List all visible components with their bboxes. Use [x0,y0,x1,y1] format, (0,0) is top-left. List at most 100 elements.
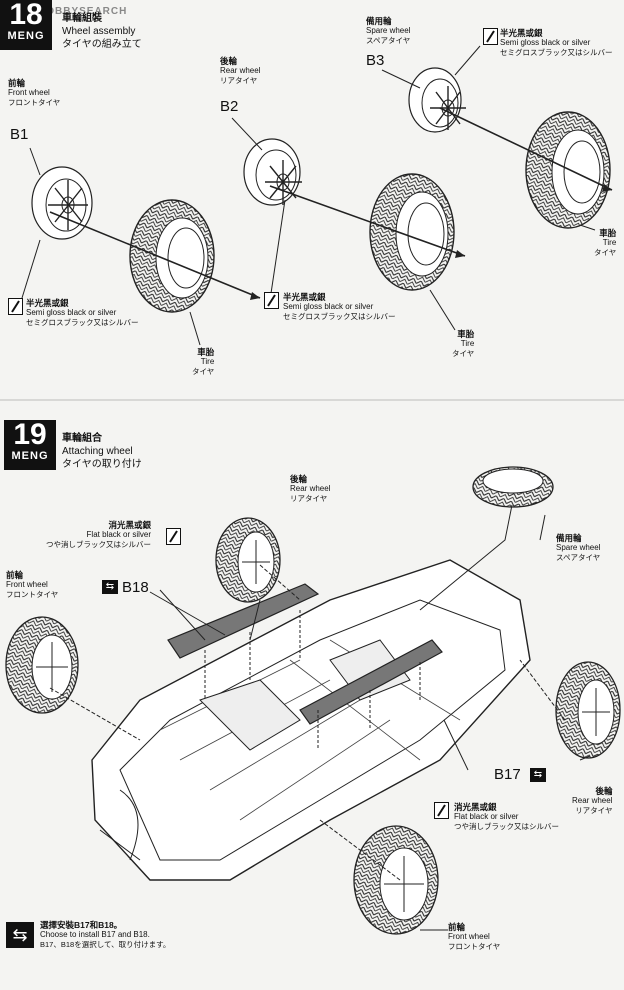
tire-zh: 車胎 [457,329,475,339]
tire-jp: タイヤ [192,367,215,376]
rear-wheel-jp: リアタイヤ [575,806,613,815]
paint-en: Semi gloss black or silver [283,302,374,311]
label-front-wheel-18: 前輪 Front wheel フロントタイヤ [8,78,60,108]
tire-label-rear: 車胎 Tire タイヤ [452,329,474,359]
paint-jp: セミグロスブラック又はシルバー [283,312,396,321]
paint-jp: セミグロスブラック又はシルバー [500,48,613,57]
step-18-title-zh: 車輪組裝 [62,13,102,24]
rear-wheel-jp: リアタイヤ [220,76,258,85]
rim-b2-drawing [243,138,302,206]
watermark-text: HOBBYSEARCH [38,6,128,17]
flat-paint-jp: つや消しブラック又はシルバー [454,822,559,831]
paint-jp: セミグロスブラック又はシルバー [26,318,139,327]
rear-wheel-zh: 後輪 [290,474,308,484]
assembly-line-b2 [269,185,466,257]
brush-icon [434,802,449,819]
rear-wheel-en: Rear wheel [220,66,261,75]
label-spare-wheel-19: 備用輪 Spare wheel スペアタイヤ [556,533,600,563]
brush-icon [264,292,279,309]
part-b1: B1 [10,126,29,143]
step-18-number: 18 [9,0,43,31]
spare-wheel-jp: スペアタイヤ [366,36,411,45]
paint-callout-flat-bottom: 消光黑或銀 Flat black or silver つや消しブラック又はシルバ… [454,802,559,832]
step-19-title-zh: 車輪組合 [62,433,102,444]
step-19-brand: MENG [11,450,49,462]
step-18-title-jp: タイヤの組み立て [62,39,142,50]
front-wheel-zh: 前輪 [6,570,24,580]
step-18-title: 車輪組裝 Wheel assembly タイヤの組み立て [62,12,142,51]
label-rear-wheel-19-top: 後輪 Rear wheel リアタイヤ [290,474,330,504]
install-note: 選擇安裝B17和B18。 Choose to install B17 and B… [40,920,170,950]
brush-icon [483,28,498,45]
brush-icon [8,298,23,315]
assembly-line-b3 [439,107,613,191]
spare-wheel-zh: 備用輪 [556,533,582,543]
label-front-wheel-19-left: 前輪 Front wheel フロントタイヤ [6,570,58,600]
front-wheel-jp: フロントタイヤ [8,98,61,107]
paint-en: Semi gloss black or silver [500,38,591,47]
front-wheel-jp: フロントタイヤ [6,590,59,599]
wheel-rear-right-drawing [555,661,621,759]
rear-wheel-en: Rear wheel [290,484,331,493]
wheel-spare-drawing [472,466,554,508]
label-rear-wheel-19-right: 後輪 Rear wheel リアタイヤ [572,786,612,816]
rim-b1-drawing [31,166,93,240]
note-en: Choose to install B17 and B18. [40,930,150,939]
tire-zh: 車胎 [197,347,215,357]
tire-spare-drawing [525,111,611,229]
brush-icon [166,528,181,545]
rear-wheel-zh: 後輪 [595,786,613,796]
assembly-line-b1 [49,211,261,299]
tire-label-front: 車胎 Tire タイヤ [192,347,214,377]
paint-zh: 半光黑或銀 [26,298,69,308]
tire-en: Tire [460,339,475,348]
step-19-title-en: Attaching wheel [62,446,133,457]
step-19-title-jp: タイヤの取り付け [62,459,142,470]
label-spare-wheel-18: 備用輪 Spare wheel スペアタイヤ [366,16,410,46]
rear-wheel-en: Rear wheel [572,796,613,805]
part-b3: B3 [366,52,385,69]
paint-zh: 半光黑或銀 [283,292,326,302]
step-18-brand: MENG [7,30,45,42]
front-wheel-en: Front wheel [448,932,490,941]
spare-wheel-en: Spare wheel [366,26,411,35]
tire-en: Tire [200,357,215,366]
paint-callout-b3: 半光黑或銀 Semi gloss black or silver セミグロスブラ… [500,28,613,58]
step-19-number: 19 [13,418,47,451]
flat-paint-zh: 消光黑或銀 [108,520,151,530]
step-19-badge: 19 MENG [4,420,56,470]
spare-wheel-jp: スペアタイヤ [556,553,601,562]
front-wheel-en: Front wheel [8,88,50,97]
front-wheel-zh: 前輪 [448,922,466,932]
note-jp: B17、B18を選択して、取り付けます。 [40,940,171,949]
tire-jp: タイヤ [594,248,617,257]
tire-label-spare: 車胎 Tire タイヤ [594,228,616,258]
flat-paint-en: Flat black or silver [86,530,151,539]
wheel-front-left-drawing [5,616,79,714]
wheel-front-bottom-drawing [353,825,439,935]
label-front-wheel-19-bottom: 前輪 Front wheel フロントタイヤ [448,922,500,952]
paint-zh: 半光黑或銀 [500,28,543,38]
rear-wheel-zh: 後輪 [220,56,238,66]
tire-rear-drawing [369,173,455,291]
paint-callout-flat-top: 消光黑或銀 Flat black or silver つや消しブラック又はシルバ… [46,520,151,550]
tire-en: Tire [602,238,617,247]
label-rear-wheel-18: 後輪 Rear wheel リアタイヤ [220,56,260,86]
part-b18: B18 [122,579,149,596]
note-zh: 選擇安裝B17和B18。 [40,920,123,930]
paint-en: Semi gloss black or silver [26,308,117,317]
spare-wheel-zh: 備用輪 [366,16,392,26]
tire-jp: タイヤ [452,349,475,358]
flat-paint-en: Flat black or silver [454,812,519,821]
tire-front-drawing [129,199,215,313]
paint-callout-b1: 半光黑或銀 Semi gloss black or silver セミグロスブラ… [26,298,139,328]
option-swap-icon: ⇆ [102,580,118,594]
option-swap-icon: ⇆ [6,922,34,948]
part-b17: B17 [494,766,521,783]
option-swap-icon: ⇆ [530,768,546,782]
tire-zh: 車胎 [599,228,617,238]
step-18-badge: 18 MENG [0,0,52,50]
flat-paint-jp: つや消しブラック又はシルバー [46,540,151,549]
rear-wheel-jp: リアタイヤ [290,494,328,503]
